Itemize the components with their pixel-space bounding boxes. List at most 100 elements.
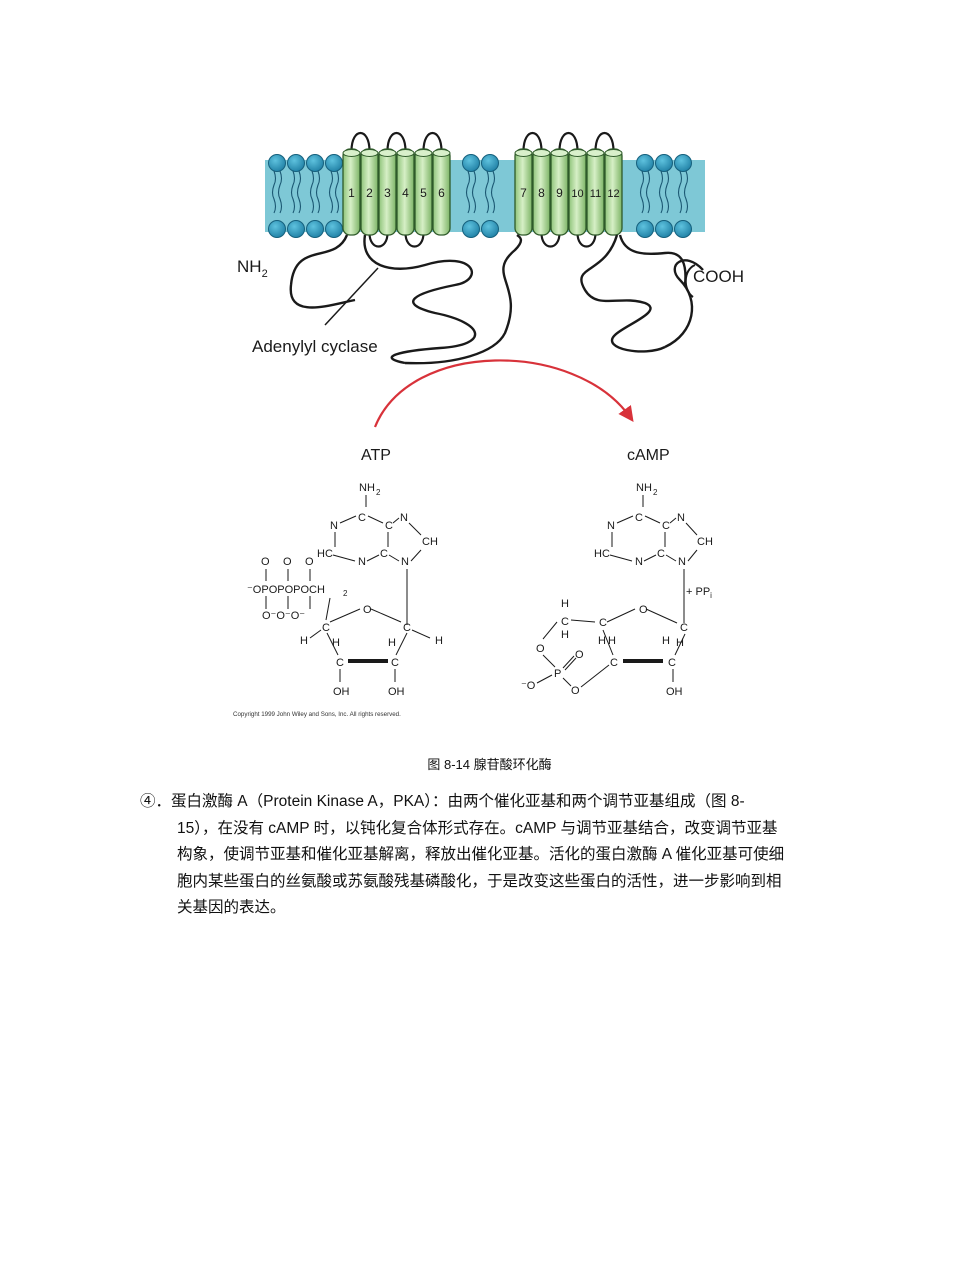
svg-text:C: C: [403, 622, 411, 634]
cytoplasmic-domains: [289, 234, 704, 365]
svg-text:C: C: [599, 617, 607, 629]
lipid-head: [674, 220, 692, 238]
protein-loops: [350, 132, 615, 248]
svg-text:C: C: [668, 657, 676, 669]
svg-text:NH: NH: [636, 482, 652, 494]
helix-label: 11: [590, 188, 601, 200]
svg-text:O: O: [363, 604, 372, 616]
lipid-head: [481, 220, 499, 238]
cooh-terminus-label: COOH: [693, 267, 744, 286]
svg-text:O: O: [283, 556, 292, 568]
atp-label: ATP: [361, 447, 391, 464]
helix-label: 10: [571, 188, 583, 200]
lipid-head: [655, 154, 673, 172]
svg-text:C: C: [561, 616, 569, 628]
enzyme-pointer-line: [324, 267, 379, 326]
svg-text:N: N: [330, 520, 338, 532]
svg-text:CH: CH: [697, 536, 713, 548]
svg-text:H: H: [300, 635, 308, 647]
helix-label: 12: [607, 188, 619, 200]
svg-text:C: C: [358, 512, 366, 524]
svg-text:C: C: [662, 520, 670, 532]
helix-label: 2: [366, 186, 373, 200]
paragraph-line: 胞内某些蛋白的丝氨酸或苏氨酸残基磷酸化，于是改变这些蛋白的活性，进一步影响到相: [177, 872, 782, 890]
lipid-bilayer: [268, 154, 692, 238]
paragraph-line: 关基因的表达。: [177, 899, 286, 916]
lipid-head: [287, 220, 305, 238]
paragraph-line: 15），在没有 cAMP 时，以钝化复合体形式存在。cAMP 与调节亚基结合，改…: [177, 819, 778, 837]
svg-text:H: H: [561, 598, 569, 610]
svg-text:O: O: [639, 604, 648, 616]
svg-text:O⁻O⁻O⁻: O⁻O⁻O⁻: [262, 610, 305, 622]
svg-text:N: N: [401, 556, 409, 568]
svg-text:O: O: [261, 556, 270, 568]
svg-text:N: N: [677, 512, 685, 524]
svg-text:⁻O: ⁻O: [521, 680, 536, 692]
svg-text:H: H: [608, 635, 616, 647]
svg-text:C: C: [380, 548, 388, 560]
svg-text:H: H: [662, 635, 670, 647]
svg-text:O: O: [571, 685, 580, 697]
adenylyl-cyclase-label: Adenylyl cyclase: [252, 337, 378, 356]
svg-text:H: H: [435, 635, 443, 647]
svg-text:N: N: [400, 512, 408, 524]
svg-text:O: O: [305, 556, 314, 568]
lipid-head: [306, 220, 324, 238]
svg-text:2: 2: [376, 488, 381, 497]
svg-text:2: 2: [653, 488, 658, 497]
pka-paragraph: ④．蛋白激酶 A（Protein Kinase A，PKA）：由两个催化亚基和两…: [140, 789, 840, 922]
helix-label: 9: [556, 186, 563, 200]
svg-text:OH: OH: [666, 686, 683, 698]
svg-text:H: H: [561, 629, 569, 641]
helix-label: 1: [348, 186, 355, 200]
lipid-head: [287, 154, 305, 172]
svg-text:C: C: [680, 622, 688, 634]
nh2-terminus-label: NH2: [237, 257, 268, 280]
helix-label: 7: [520, 186, 527, 200]
lipid-head: [462, 220, 480, 238]
svg-text:H: H: [598, 635, 606, 647]
lipid-head: [655, 220, 673, 238]
helix-label: 8: [538, 186, 545, 200]
camp-label: cAMP: [627, 447, 670, 464]
svg-text:C: C: [322, 622, 330, 634]
svg-text:N: N: [358, 556, 366, 568]
ppi-label: + PPi: [686, 586, 712, 600]
svg-text:N: N: [607, 520, 615, 532]
svg-text:N: N: [678, 556, 686, 568]
membrane-band: [265, 160, 705, 232]
svg-text:C: C: [635, 512, 643, 524]
helix-label: 5: [420, 186, 427, 200]
svg-text:N: N: [635, 556, 643, 568]
svg-text:2: 2: [343, 589, 348, 598]
lipid-head: [636, 154, 654, 172]
copyright-notice: Copyright 1999 John Wiley and Sons, Inc.…: [233, 711, 401, 718]
svg-text:C: C: [657, 548, 665, 560]
helix-label: 3: [384, 186, 391, 200]
helix-label: 4: [402, 186, 409, 200]
svg-text:C: C: [385, 520, 393, 532]
paragraph-line: 构象，使调节亚基和催化亚基解离，释放出催化亚基。活化的蛋白激酶 A 催化亚基可使…: [177, 846, 785, 863]
lipid-head: [674, 154, 692, 172]
svg-text:NH: NH: [359, 482, 375, 494]
svg-text:H: H: [388, 637, 396, 649]
svg-text:C: C: [610, 657, 618, 669]
svg-text:O: O: [536, 643, 545, 655]
svg-text:OH: OH: [388, 686, 405, 698]
svg-text:H: H: [332, 637, 340, 649]
svg-text:CH: CH: [422, 536, 438, 548]
svg-text:H: H: [676, 637, 684, 649]
conversion-arrow: [373, 359, 634, 428]
paragraph-line: ④．蛋白激酶 A（Protein Kinase A，PKA）：由两个催化亚基和两…: [140, 793, 745, 810]
lipid-head: [462, 154, 480, 172]
svg-text:HC: HC: [594, 548, 610, 560]
svg-text:P: P: [554, 668, 561, 680]
svg-text:HC: HC: [317, 548, 333, 560]
lipid-head: [268, 154, 286, 172]
lipid-head: [268, 220, 286, 238]
svg-text:C: C: [336, 657, 344, 669]
